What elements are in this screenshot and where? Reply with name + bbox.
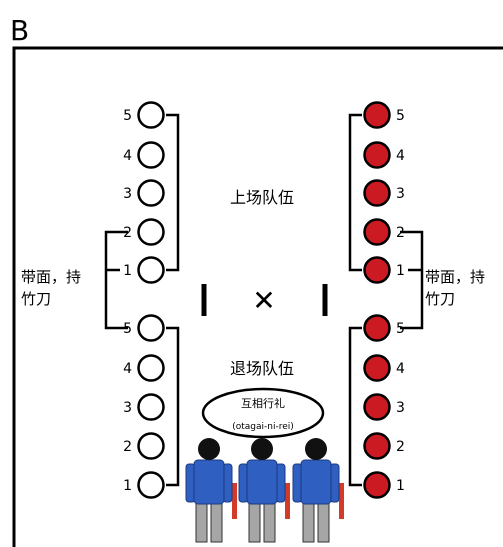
group-bracket [348,326,362,487]
player-number: 4 [396,361,405,377]
panel-label: B [10,14,29,47]
player-circle [363,471,391,499]
bubble-text-line1: 互相行礼 [241,396,285,410]
player-number: 5 [123,108,132,124]
right-bracket-label-line1: 带面，持 [425,268,485,286]
player-torso [300,459,332,505]
player-circle [363,218,391,246]
shinai [285,483,290,519]
group-bracket [348,113,362,272]
player-circle [363,141,391,169]
player-head [305,438,327,460]
shinai [232,483,237,519]
player-number: 3 [123,400,132,416]
player-figure [185,438,237,543]
player-leg [248,499,261,543]
player-number: 5 [396,108,405,124]
group-bracket [166,326,180,487]
player-number: 4 [123,361,132,377]
left-bracket-label-line2: 竹刀 [21,290,51,308]
bubble-text-line2: (otagai-ni-rei) [232,422,294,432]
masked-bracket [104,230,128,330]
player-circle [363,393,391,421]
player-number: 1 [396,478,405,494]
player-circle [137,471,165,499]
player-figure [292,438,344,543]
player-number: 4 [123,148,132,164]
player-circle [137,393,165,421]
player-number: 4 [396,148,405,164]
player-circle [363,354,391,382]
player-leg [210,499,223,543]
player-torso [246,459,278,505]
player-number: 3 [396,400,405,416]
player-circle [137,354,165,382]
right-bracket-label-line2: 竹刀 [425,290,455,308]
player-circle [137,218,165,246]
player-torso [193,459,225,505]
player-circle [137,432,165,460]
player-leg [317,499,330,543]
player-head [198,438,220,460]
left-bracket-label-line1: 带面，持 [21,268,81,286]
player-number: 1 [396,263,405,279]
shinai [339,483,344,519]
player-circle [137,179,165,207]
center-mark: ✕ [252,284,275,317]
exit-team-label: 退场队伍 [230,359,294,378]
player-head [251,438,273,460]
player-circle [137,141,165,169]
player-circle [137,101,165,129]
player-number: 3 [123,186,132,202]
player-leg [302,499,315,543]
bowing-players [185,438,344,543]
player-leg [263,499,276,543]
group-bracket [166,113,180,272]
player-circle [363,101,391,129]
player-number: 1 [123,478,132,494]
player-circle [363,432,391,460]
bow-speech-bubble: 互相行礼 (otagai-ni-rei) [201,387,325,439]
entry-team-label: 上场队伍 [230,188,294,207]
player-circle [363,256,391,284]
speech-bubble-shape [201,387,325,439]
player-number: 2 [396,439,405,455]
diagram-frame [12,46,503,547]
player-figure [238,438,290,543]
player-circle [363,314,391,342]
player-circle [363,179,391,207]
player-number: 1 [123,263,132,279]
player-number: 3 [396,186,405,202]
masked-bracket [400,230,424,330]
player-circle [137,314,165,342]
player-leg [195,499,208,543]
player-circle [137,256,165,284]
player-number: 2 [123,439,132,455]
